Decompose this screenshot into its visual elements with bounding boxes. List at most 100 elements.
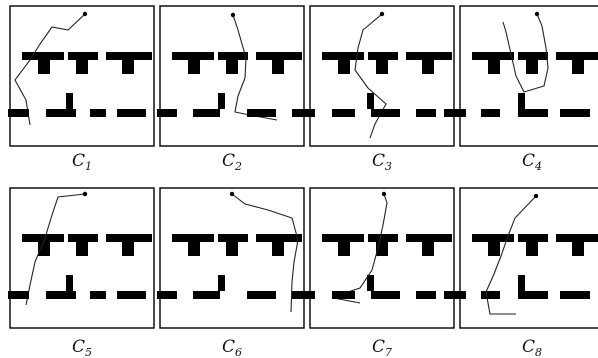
t-obstacle-stem <box>272 242 284 256</box>
t-obstacle-bar <box>518 52 548 60</box>
trajectory-start-dot <box>381 191 387 197</box>
corridor-notch <box>218 275 225 291</box>
t-obstacle-bar <box>106 234 152 242</box>
t-obstacle-bar <box>22 234 64 242</box>
corridor-notch <box>367 275 374 291</box>
caption-letter: C <box>72 151 85 171</box>
caption-subscript: 3 <box>385 160 392 173</box>
t-obstacle-bar <box>22 52 64 60</box>
panel-frame <box>159 187 305 329</box>
t-obstacle-bar <box>218 234 248 242</box>
t-obstacle-bar <box>256 52 302 60</box>
trajectory-path <box>14 13 86 126</box>
t-obstacle-stem <box>338 242 350 256</box>
t-obstacle-bar <box>472 234 514 242</box>
t-obstacle-stem <box>272 60 284 74</box>
trajectory-path <box>485 195 537 315</box>
t-obstacle-stem <box>376 60 388 74</box>
t-obstacle-bar <box>556 234 598 242</box>
trajectory-start-dot <box>230 12 236 18</box>
t-obstacle-bar <box>322 234 364 242</box>
caption-letter: C <box>522 151 535 171</box>
t-obstacle-bar <box>556 52 598 60</box>
t-obstacle-bar <box>472 52 514 60</box>
corridor-dash <box>371 109 400 117</box>
t-obstacle-stem <box>226 60 238 74</box>
panel-caption: C3 <box>372 151 392 173</box>
t-obstacle-stem <box>488 242 500 256</box>
corridor-dash <box>157 109 177 117</box>
trajectory-path <box>354 13 387 139</box>
corridor-dash <box>416 109 436 117</box>
panel-frame <box>309 187 455 329</box>
t-obstacle-stem <box>38 242 50 256</box>
corridor-dash <box>117 109 146 117</box>
corridor-dash <box>247 109 276 117</box>
caption-letter: C <box>372 151 385 171</box>
trajectory-start-dot <box>82 191 88 197</box>
panel-caption: C5 <box>72 337 92 358</box>
t-obstacle-bar <box>172 52 214 60</box>
caption-subscript: 6 <box>235 346 242 358</box>
t-obstacle-stem <box>526 242 538 256</box>
corridor-dash <box>247 291 276 299</box>
t-obstacle-bar <box>256 234 302 242</box>
t-obstacle-bar <box>68 234 98 242</box>
panel-frame <box>459 5 598 147</box>
t-obstacle-bar <box>218 52 248 60</box>
corridor-dash <box>46 109 76 117</box>
corridor-dash <box>8 291 29 299</box>
trajectory-start-dot <box>533 193 539 199</box>
t-obstacle-stem <box>38 60 50 74</box>
trajectory-path <box>231 193 299 313</box>
panel-caption: C6 <box>222 337 242 358</box>
corridor-dash <box>371 291 400 299</box>
t-obstacle-stem <box>422 60 434 74</box>
t-obstacle-stem <box>122 242 134 256</box>
corridor-notch <box>518 93 525 109</box>
trajectory-path <box>502 13 549 93</box>
panel-frame <box>459 187 598 329</box>
corridor-dash <box>518 291 548 299</box>
corridor-dash <box>416 291 436 299</box>
panel-caption: C1 <box>72 151 92 173</box>
corridor-dash <box>560 291 590 299</box>
panel-c8 <box>8 187 598 329</box>
trajectory-start-dot <box>82 11 88 17</box>
t-obstacle-bar <box>322 52 364 60</box>
trajectory-start-dot <box>534 11 540 17</box>
corridor-dash <box>518 109 548 117</box>
panel-frame <box>9 187 155 329</box>
t-obstacle-bar <box>172 234 214 242</box>
panel-caption: C7 <box>372 337 392 358</box>
panel-caption: C4 <box>522 151 542 173</box>
corridor-notch <box>66 93 73 109</box>
t-obstacle-stem <box>76 242 88 256</box>
t-obstacle-bar <box>406 52 452 60</box>
panel-caption: C8 <box>522 337 542 358</box>
corridor-dash <box>117 291 146 299</box>
caption-letter: C <box>222 337 235 357</box>
t-obstacle-bar <box>106 52 152 60</box>
corridor-dash <box>157 291 177 299</box>
corridor-notch <box>367 93 374 109</box>
corridor-dash <box>46 291 76 299</box>
t-obstacle-stem <box>488 60 500 74</box>
t-obstacle-stem <box>572 242 584 256</box>
t-obstacle-stem <box>226 242 238 256</box>
corridor-dash <box>332 109 355 117</box>
t-obstacle-bar <box>518 234 548 242</box>
corridor-dash <box>8 109 29 117</box>
t-obstacle-bar <box>368 52 398 60</box>
t-obstacle-bar <box>68 52 98 60</box>
corridor-notch <box>66 275 73 291</box>
corridor-dash <box>90 291 106 299</box>
t-obstacle-stem <box>122 60 134 74</box>
t-obstacle-stem <box>76 60 88 74</box>
corridor-notch <box>518 275 525 291</box>
caption-subscript: 7 <box>385 346 392 358</box>
corridor-dash <box>193 109 220 117</box>
panel-frame <box>309 5 455 147</box>
corridor-dash <box>193 291 220 299</box>
corridor-notch <box>218 93 225 109</box>
